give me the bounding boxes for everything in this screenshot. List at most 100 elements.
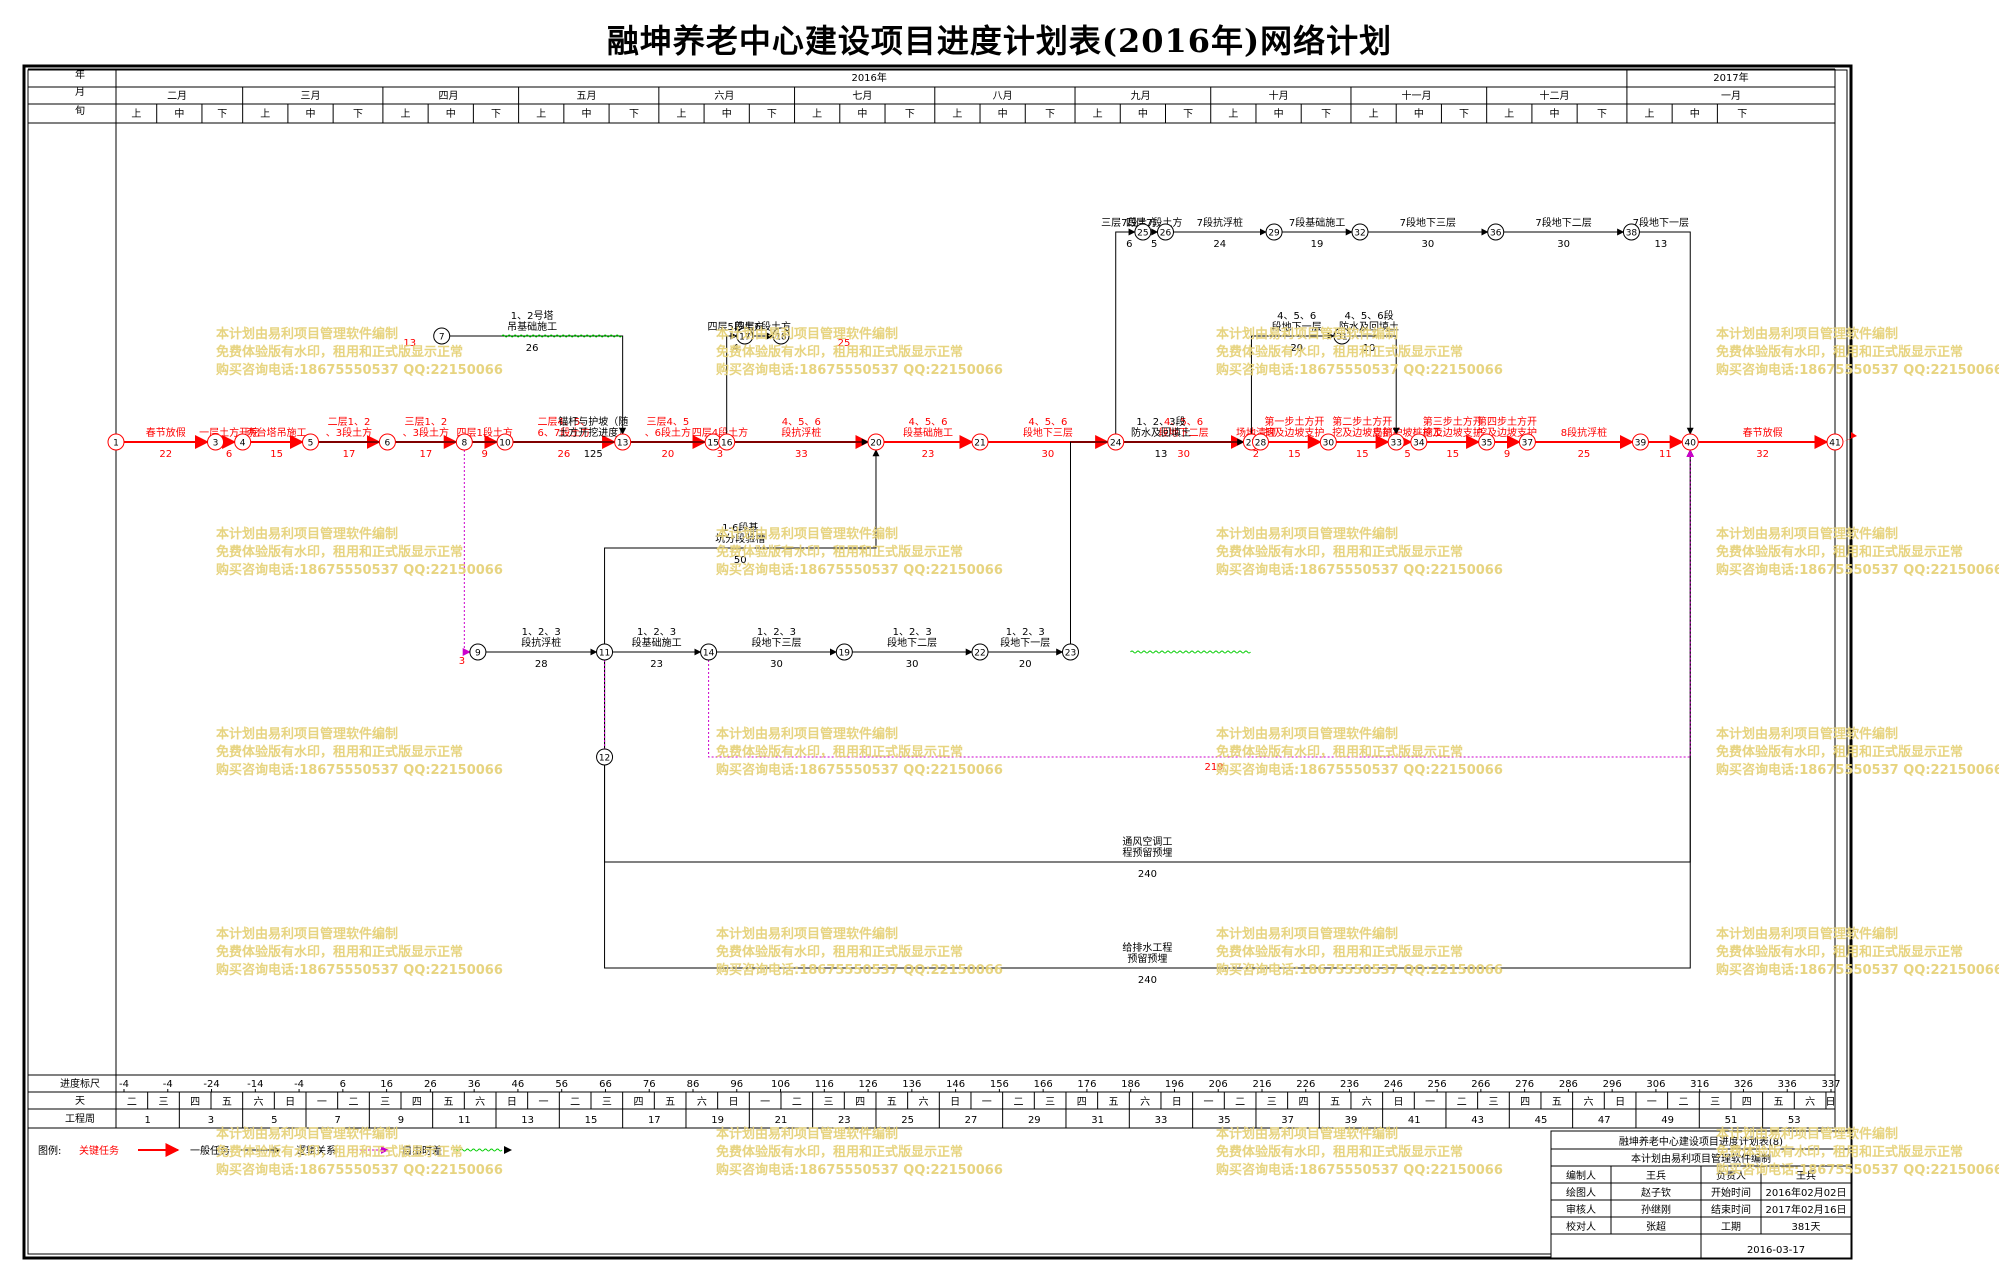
- task-name: 第四步土方开: [1477, 415, 1537, 428]
- week-number: 37: [1281, 1115, 1294, 1126]
- info-cell: 王兵: [1796, 1169, 1816, 1182]
- node-circle: [302, 433, 320, 451]
- xun-label: 中: [722, 107, 732, 120]
- watermark-line: 免费体验版有水印，租用和正式版显示正常: [216, 945, 464, 960]
- node-circle: [736, 327, 754, 345]
- progress-tick: 226: [1296, 1079, 1315, 1090]
- watermark-text: 本计划由易利项目管理软件编制免费体验版有水印，租用和正式版显示正常购买咨询电话:…: [1716, 1126, 1999, 1180]
- watermark-text: 本计划由易利项目管理软件编制免费体验版有水印，租用和正式版显示正常购买咨询电话:…: [216, 1126, 503, 1180]
- watermark-text: 本计划由易利项目管理软件编制免费体验版有水印，租用和正式版显示正常购买咨询电话:…: [1716, 726, 1999, 780]
- legend-critical-label: 关键任务: [79, 1144, 119, 1157]
- week-number: 33: [1155, 1115, 1168, 1126]
- info-cell: 绘图人: [1566, 1186, 1596, 1199]
- watermark-line: 本计划由易利项目管理软件编制: [1216, 727, 1399, 742]
- watermark-line: 本计划由易利项目管理软件编制: [1716, 1127, 1899, 1142]
- xun-label: 下: [1459, 109, 1469, 120]
- xun-label: 下: [1183, 109, 1193, 120]
- progress-tick: 306: [1646, 1079, 1665, 1090]
- node-circle: [772, 327, 790, 345]
- month-label: 六月: [714, 90, 734, 102]
- watermark-line: 本计划由易利项目管理软件编制: [716, 327, 899, 342]
- task-duration: 33: [795, 449, 808, 460]
- node-number: 36: [1490, 229, 1502, 239]
- task-name: 防水及回填土: [1131, 426, 1191, 439]
- watermark-line: 购买咨询电话:18675550537 QQ:22150066: [216, 563, 503, 578]
- weekday-cell: 五: [222, 1097, 232, 1108]
- info-cell: 赵子钦: [1641, 1186, 1671, 1199]
- task-name: 第三步土方开: [1423, 415, 1483, 428]
- watermark-text: 本计划由易利项目管理软件编制免费体验版有水印，租用和正式版显示正常购买咨询电话:…: [1216, 926, 1503, 980]
- month-label: 五月: [576, 90, 596, 102]
- month-label: 八月: [993, 90, 1013, 102]
- xun-label: 上: [260, 108, 270, 120]
- progress-tick: -4: [294, 1079, 304, 1090]
- task-name: 段地下三层: [751, 636, 801, 649]
- progress-tick: 336: [1778, 1079, 1797, 1090]
- task-name: 二层4、5、: [537, 416, 590, 428]
- progress-tick: -4: [163, 1079, 173, 1090]
- watermark-line: 本计划由易利项目管理软件编制: [716, 527, 899, 542]
- node-number: 11: [599, 649, 610, 659]
- node-circle: [496, 433, 514, 451]
- xun-label: 中: [857, 107, 867, 120]
- watermark-text: 本计划由易利项目管理软件编制免费体验版有水印，租用和正式版显示正常购买咨询电话:…: [1216, 526, 1503, 580]
- weekday-cell: 二: [1013, 1097, 1023, 1108]
- week-number: 47: [1598, 1115, 1611, 1126]
- task-duration: 30: [906, 659, 919, 670]
- watermark-line: 购买咨询电话:18675550537 QQ:22150066: [1716, 963, 1999, 978]
- node-number: 35: [1481, 439, 1492, 449]
- xun-label: 上: [952, 108, 962, 120]
- progress-tick: 116: [815, 1079, 834, 1090]
- month-label: 十月: [1269, 89, 1289, 102]
- progress-tick: 66: [599, 1079, 612, 1090]
- task-duration: 30: [1422, 239, 1435, 250]
- xun-label: 上: [812, 108, 822, 120]
- node-number: 31: [1336, 333, 1347, 343]
- node-number: 17: [739, 333, 750, 343]
- legend-title: 图例:: [38, 1144, 61, 1157]
- xun-label: 上: [401, 108, 411, 120]
- month-label: 十一月: [1402, 89, 1432, 102]
- task-name: 4、5、6: [782, 417, 821, 428]
- logic-link: [708, 449, 1695, 758]
- task-arrow: [604, 449, 880, 644]
- task-name: 第一步土方开: [1264, 415, 1324, 428]
- xun-label: 下: [767, 109, 777, 120]
- task-duration: 28: [535, 659, 548, 670]
- info-cell: 编制人: [1566, 1169, 1596, 1182]
- weekday-cell: 二: [792, 1097, 802, 1108]
- node-circle: [1387, 433, 1405, 451]
- node-circle: [971, 643, 989, 661]
- progress-tick: 337: [1821, 1079, 1840, 1090]
- node-circle: [433, 327, 451, 345]
- watermark-line: 购买咨询电话:18675550537 QQ:22150066: [1216, 763, 1503, 778]
- node-circle: [1333, 327, 1351, 345]
- node-number: 14: [703, 649, 715, 659]
- node-circle: [1478, 433, 1496, 451]
- weekday-cell: 五: [1330, 1097, 1340, 1108]
- node-circle: [614, 433, 632, 451]
- task-name: 三层4、5: [647, 416, 690, 428]
- task-name: 7段地下三层: [1400, 216, 1456, 229]
- task-name: 6、7段土方: [537, 426, 590, 439]
- task-duration: 11: [1659, 449, 1672, 460]
- xun-label: 下: [905, 109, 915, 120]
- watermark-line: 免费体验版有水印，租用和正式版显示正常: [1216, 745, 1464, 760]
- task-duration: 50: [734, 555, 747, 566]
- task-name: 程预留预埋: [1122, 846, 1172, 859]
- task-arrow: [1250, 332, 1335, 434]
- weekday-cell: 一: [982, 1097, 992, 1108]
- weekday-cell: 三: [1045, 1097, 1055, 1108]
- node-number: 10: [499, 439, 511, 449]
- watermark-line: 购买咨询电话:18675550537 QQ:22150066: [716, 963, 1003, 978]
- watermark-text: 本计划由易利项目管理软件编制免费体验版有水印，租用和正式版显示正常购买咨询电话:…: [1216, 1126, 1503, 1180]
- info-cell: 校对人: [1566, 1220, 1596, 1233]
- progress-tick: 46: [512, 1079, 525, 1090]
- month-label: 四月: [438, 90, 458, 102]
- progress-tick: 266: [1471, 1079, 1490, 1090]
- task-name: 挖及边坡支护: [1423, 426, 1483, 439]
- task-duration: 19: [1311, 239, 1324, 250]
- week-number: 17: [648, 1115, 661, 1126]
- year-label: 2016年: [851, 71, 886, 84]
- weekday-cell: 六: [1362, 1096, 1372, 1108]
